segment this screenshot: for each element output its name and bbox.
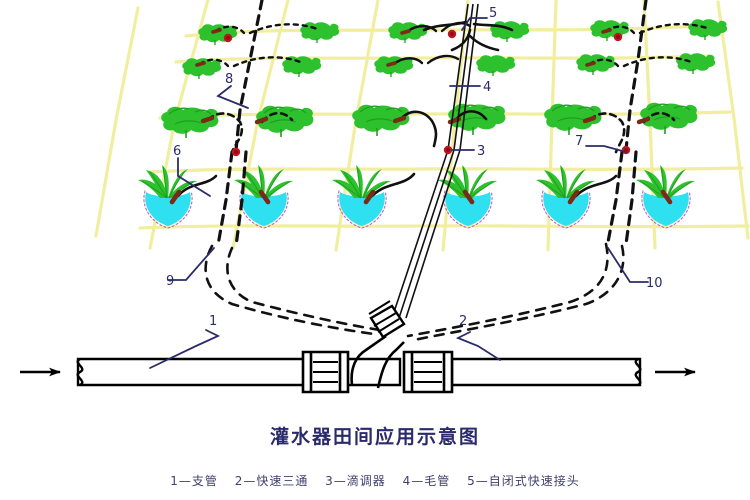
lateral-trunk-left bbox=[216, 0, 264, 248]
branch-pipe bbox=[76, 357, 642, 387]
feed-line-left bbox=[204, 244, 382, 336]
self-closing-coupler bbox=[422, 20, 514, 52]
feed-line-right bbox=[406, 242, 625, 342]
leader-2 bbox=[455, 331, 501, 361]
emitter-node-left bbox=[231, 147, 241, 157]
lateral-row-front bbox=[176, 172, 618, 198]
lateral-trunk-right bbox=[606, 0, 648, 246]
leader-5 bbox=[461, 17, 488, 31]
drip-regulator bbox=[443, 145, 453, 155]
legend-item-5: 5—自闭式快速接头 bbox=[467, 474, 580, 488]
callout-5: 5 bbox=[489, 6, 497, 21]
callout-1: 1 bbox=[209, 314, 217, 329]
callout-leaders bbox=[149, 17, 649, 369]
callout-7: 7 bbox=[575, 134, 583, 149]
leader-7 bbox=[585, 145, 627, 153]
node-set bbox=[223, 29, 631, 157]
legend-row: 1—支管 2—快速三通 3—滴调器 4—毛管 5—自闭式快速接头 bbox=[0, 472, 750, 489]
emitter-caps-row-1 bbox=[211, 28, 612, 35]
capillary-riser bbox=[391, 3, 479, 319]
legend-item-4: 4—毛管 bbox=[402, 474, 451, 488]
callout-9: 9 bbox=[166, 274, 174, 289]
quick-tee bbox=[301, 300, 454, 394]
legend-item-1: 1—支管 bbox=[170, 474, 218, 488]
leader-9 bbox=[167, 247, 215, 281]
leader-10 bbox=[607, 247, 649, 283]
emitter-node-right bbox=[621, 145, 631, 155]
page-title: 灌水器田间应用示意图 bbox=[269, 426, 480, 448]
callout-8: 8 bbox=[225, 72, 233, 87]
callout-labels: 1 2 3 4 5 6 7 8 9 10 bbox=[166, 6, 663, 329]
legend-item-2: 2—快速三通 bbox=[234, 474, 309, 488]
emitter-caps-row-2 bbox=[195, 61, 596, 67]
callout-2: 2 bbox=[459, 314, 467, 329]
leader-6 bbox=[177, 157, 211, 197]
callout-6: 6 bbox=[173, 144, 181, 159]
leader-1 bbox=[149, 329, 221, 369]
callout-3: 3 bbox=[477, 144, 485, 159]
emitter-stakes-front bbox=[169, 189, 673, 205]
legend-item-3: 3—滴调器 bbox=[325, 474, 386, 488]
callout-4: 4 bbox=[483, 80, 491, 95]
callout-10: 10 bbox=[646, 276, 663, 291]
leader-8 bbox=[216, 85, 249, 109]
